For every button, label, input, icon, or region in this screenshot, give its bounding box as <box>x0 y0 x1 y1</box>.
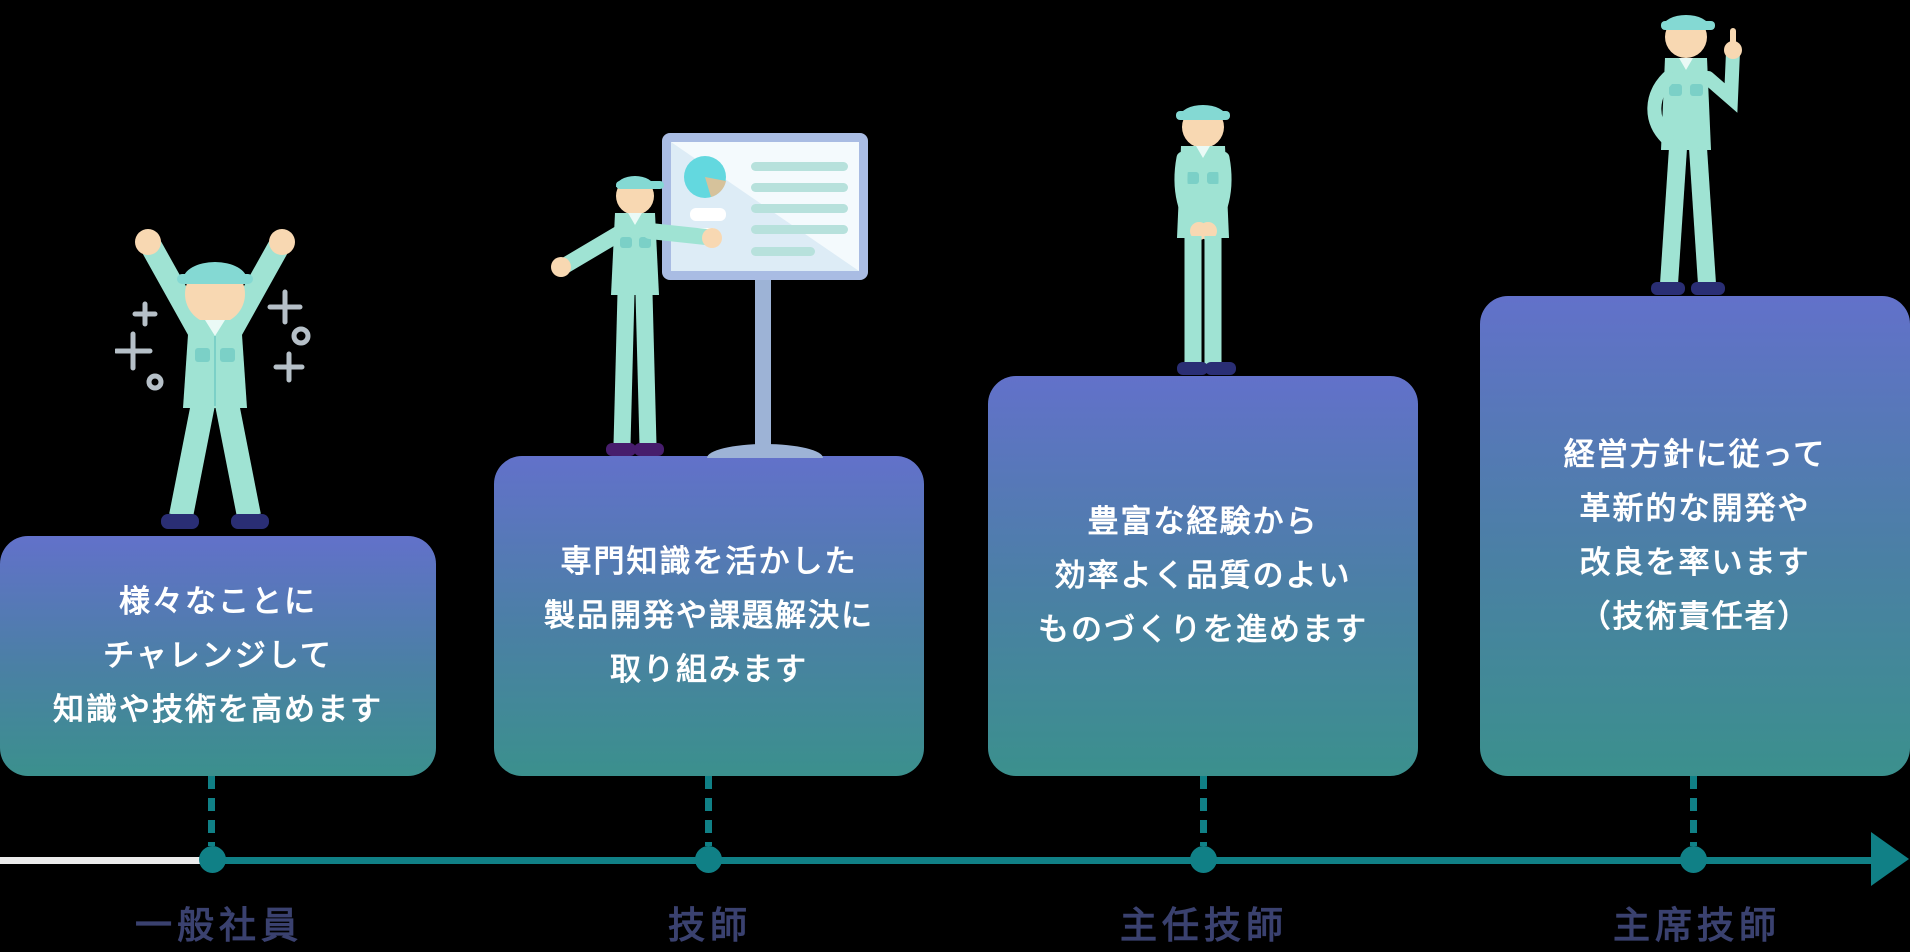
stage-card-1: 様々なことに チャレンジして 知識や技術を高めます <box>0 536 436 776</box>
dashed-connector <box>208 776 215 846</box>
presentation-board-icon <box>662 133 868 458</box>
timeline-arrow-icon <box>1871 832 1909 886</box>
timeline-dot <box>695 846 722 873</box>
stage-description-line: 豊富な経験から <box>1087 504 1319 539</box>
stage-description-line: 製品開発や課題解決に <box>544 598 874 633</box>
worker-standing-icon <box>1174 105 1236 375</box>
stage-description-line: 経営方針に従って <box>1563 437 1827 472</box>
worker-pointing-up-icon <box>1647 15 1742 295</box>
stage-description-line: 革新的な開発や <box>1579 491 1811 526</box>
stage-card-3: 豊富な経験から 効率よく品質のよい ものづくりを進めます <box>988 376 1418 776</box>
stage-description-line: 様々なことに <box>119 584 317 619</box>
stage-description-line: チャレンジして <box>103 638 333 673</box>
stage-card-4: 経営方針に従って 革新的な開発や 改良を率います （技術責任者） <box>1480 296 1910 776</box>
timeline-start-segment <box>0 857 205 864</box>
stage-description-line: 効率よく品質のよい <box>1054 558 1352 593</box>
timeline-dot <box>1680 846 1707 873</box>
dashed-connector <box>1200 776 1207 846</box>
stage-description-line: 改良を率います <box>1579 545 1811 580</box>
stage-description-line: 知識や技術を高めます <box>53 692 383 727</box>
stage-description-line: 専門知識を活かした <box>560 544 858 579</box>
dashed-connector <box>705 776 712 846</box>
stage-label-2: 技師 <box>668 905 752 946</box>
stage-label-1: 一般社員 <box>135 905 303 946</box>
stage-description-line: ものづくりを進めます <box>1038 612 1368 647</box>
timeline-dot <box>1190 846 1217 873</box>
stage-card-2: 専門知識を活かした 製品開発や課題解決に 取り組みます <box>494 456 924 776</box>
stage-label-4: 主席技師 <box>1613 905 1781 946</box>
timeline-line <box>205 857 1872 864</box>
worker-celebrating-icon <box>115 229 311 529</box>
stage-label-3: 主任技師 <box>1120 905 1288 946</box>
worker-presenting-board-icon <box>551 133 868 458</box>
timeline-dot <box>199 846 226 873</box>
stage-description-line: 取り組みます <box>610 652 808 687</box>
dashed-connector <box>1690 776 1697 846</box>
stage-description-line: （技術責任者） <box>1579 599 1811 634</box>
